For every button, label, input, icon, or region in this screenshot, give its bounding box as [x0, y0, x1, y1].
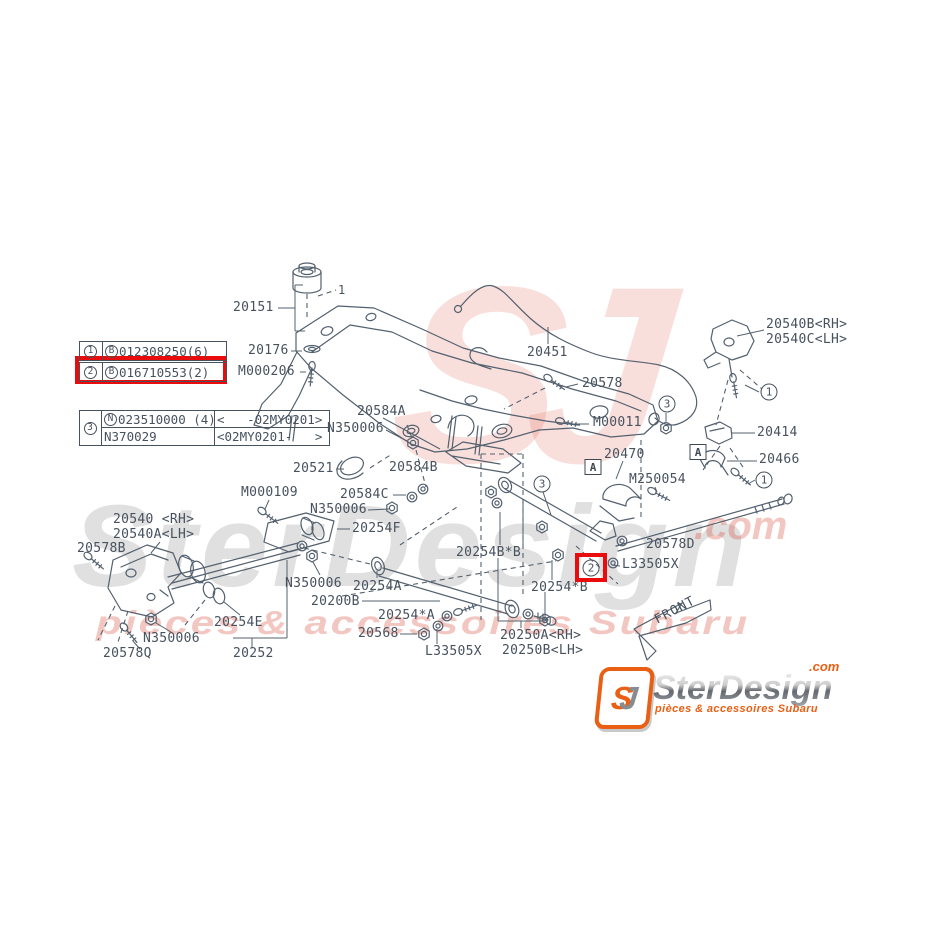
part-label-20250B<LH>: 20250B<LH> [502, 643, 584, 658]
part-label-20578Q: 20578Q [103, 646, 152, 661]
part-label-N350006: N350006 [143, 631, 200, 646]
part-label-20254A: 20254A [353, 579, 402, 594]
part-label-L33505X: L33505X [622, 557, 679, 572]
legend-t2-row2-note: <02MY0201- > [214, 428, 329, 445]
part-label-20578: 20578 [582, 376, 623, 391]
part-label-20254B*B: 20254B*B [456, 545, 522, 560]
part-label-20466: 20466 [759, 452, 800, 467]
part-label-20578D: 20578D [646, 537, 695, 552]
part-label-20584C: 20584C [340, 487, 389, 502]
legend-t2-row1-note: < -02MY0201> [214, 411, 329, 428]
part-label-N350006: N350006 [285, 576, 342, 591]
legend-t2-row2-part: N370029 [104, 429, 157, 444]
logo-subtitle: pièces & accessoires Subaru [655, 703, 819, 715]
highlight-box-2 [575, 553, 607, 582]
part-label-20250A<RH>: 20250A<RH> [500, 628, 582, 643]
legend-row-1-number: 1 [80, 342, 103, 360]
callout-circle-3: 3 [533, 475, 551, 493]
callout-box-A: A [689, 444, 707, 460]
callout-circle-2: 2 [582, 559, 600, 577]
callout-circle-1: 1 [755, 471, 773, 489]
part-label-20254*A: 20254*A [378, 608, 435, 623]
legend-table-2-number: 3 [80, 411, 102, 445]
highlight-box-1 [75, 356, 227, 384]
part-label-M000206: M000206 [238, 364, 295, 379]
part-label-20568: 20568 [358, 626, 399, 641]
part-label-20254*B: 20254*B [531, 580, 588, 595]
callout-circle-1: 1 [760, 383, 778, 401]
part-label-20151: 20151 [233, 300, 274, 315]
part-label-N350006: N350006 [327, 421, 384, 436]
part-label-20584A: 20584A [357, 404, 406, 419]
legend-row-2-number: 2 [80, 363, 103, 381]
part-label-20176: 20176 [248, 343, 289, 358]
part-label-20584B: 20584B [389, 460, 438, 475]
part-label-20254E: 20254E [214, 615, 263, 630]
callout-plain-1: 1 [338, 283, 346, 297]
part-label-20200B: 20200B [311, 594, 360, 609]
part-label-L33505X: L33505X [425, 644, 482, 659]
part-label-20540 <RH>: 20540 <RH> [113, 512, 195, 527]
callout-circle-3: 3 [658, 395, 676, 413]
logo-tld-text: .com [809, 659, 840, 674]
part-label-20578B: 20578B [77, 541, 126, 556]
logo-brand-text: SterDesign [653, 669, 833, 707]
part-label-M00011: M00011 [593, 415, 642, 430]
part-label-20254F: 20254F [352, 521, 401, 536]
part-label-M000109: M000109 [241, 485, 298, 500]
part-label-20451: 20451 [527, 345, 568, 360]
part-label-M250054: M250054 [629, 472, 686, 487]
part-label-20540B<RH>: 20540B<RH> [766, 317, 848, 332]
part-label-N350006: N350006 [310, 502, 367, 517]
part-label-20540C<LH>: 20540C<LH> [766, 332, 848, 347]
part-label-20414: 20414 [757, 425, 798, 440]
part-label-20521: 20521 [293, 461, 334, 476]
part-label-20540A<LH>: 20540A<LH> [113, 527, 195, 542]
callout-box-A: A [584, 459, 602, 475]
part-label-20470: 20470 [604, 447, 645, 462]
part-label-20252: 20252 [233, 646, 274, 661]
